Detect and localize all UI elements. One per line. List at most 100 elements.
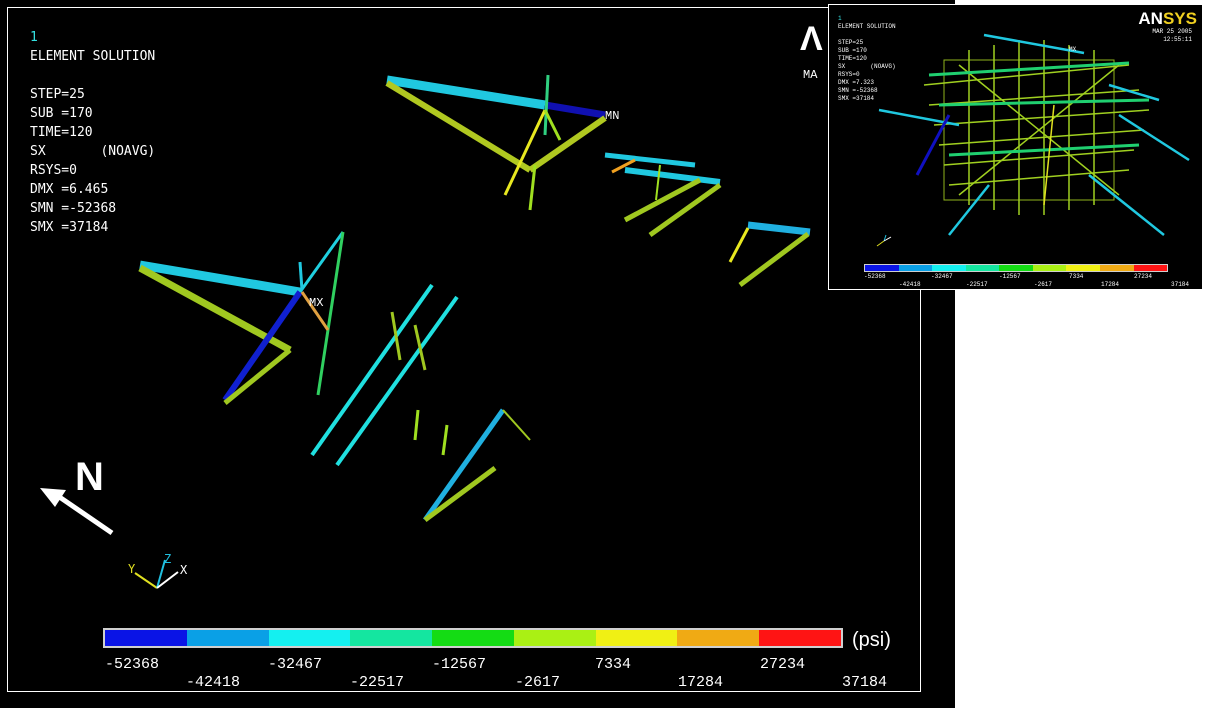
member xyxy=(222,290,303,402)
legend-tick: -12567 xyxy=(432,656,487,673)
inset-legend-tick: 27234 xyxy=(1134,273,1153,280)
triad-x: X xyxy=(180,563,188,577)
triad-z: Z xyxy=(164,552,172,566)
inset-legend-tick: -52368 xyxy=(864,273,886,280)
triad-y: Y xyxy=(128,562,136,576)
member xyxy=(390,311,402,361)
member xyxy=(385,80,532,173)
inset-step: STEP=25 xyxy=(838,39,864,46)
member xyxy=(728,227,750,263)
member xyxy=(413,409,420,441)
sub-value: SUB =170 xyxy=(30,106,93,121)
member xyxy=(335,295,459,467)
member xyxy=(298,261,304,291)
north-label: N xyxy=(75,455,104,499)
member xyxy=(422,408,506,522)
max-marker: MX xyxy=(309,296,324,310)
inset-date: MAR 25 2005 xyxy=(1152,28,1192,35)
inset-sx: SX (NOAVG) xyxy=(838,63,896,70)
member xyxy=(611,158,636,174)
member xyxy=(528,164,537,211)
member xyxy=(543,109,562,141)
inset-legend-tick: -42418 xyxy=(899,281,921,288)
inset-max-marker: MX xyxy=(1069,46,1077,53)
sx-label: SX (NOAVG) xyxy=(30,144,156,159)
main-plot-frame xyxy=(7,7,921,692)
main-graphics-viewport[interactable]: 1 ELEMENT SOLUTION STEP=25 SUB =170 TIME… xyxy=(0,0,955,708)
legend-band xyxy=(677,630,760,646)
north-arrow xyxy=(56,493,114,536)
member xyxy=(544,101,606,119)
contour-legend-bar xyxy=(103,628,843,648)
legend-band xyxy=(595,630,678,646)
legend-band xyxy=(105,630,187,646)
member xyxy=(139,260,301,297)
inset-legend-tick: 17284 xyxy=(1101,281,1120,288)
member xyxy=(503,109,547,196)
smx-value: SMX =37184 xyxy=(30,220,109,235)
legend-band xyxy=(513,630,596,646)
result-title: ELEMENT SOLUTION xyxy=(30,49,156,64)
member xyxy=(528,115,607,173)
legend-tick: -52368 xyxy=(105,656,160,673)
inset-legend-tick: 7334 xyxy=(1069,273,1084,280)
inset-legend-tick: -32467 xyxy=(931,273,953,280)
member xyxy=(223,348,292,405)
legend-band xyxy=(759,630,842,646)
member xyxy=(298,231,345,293)
inset-info-block: 1 ELEMENT SOLUTION STEP=25 SUB =170 TIME… xyxy=(838,15,896,103)
inset-legend-tick: 37184 xyxy=(1171,281,1190,288)
member xyxy=(386,75,546,110)
inset-smx: SMX =37184 xyxy=(838,95,875,102)
legend-tick: 27234 xyxy=(760,656,806,673)
member xyxy=(623,177,702,223)
legend-band xyxy=(432,630,514,646)
unit-label: (psi) xyxy=(852,629,891,651)
legend-band xyxy=(268,630,351,646)
inset-smn: SMN =-52368 xyxy=(838,87,878,94)
member xyxy=(316,231,345,396)
legend-tick: 17284 xyxy=(678,674,724,691)
member xyxy=(502,409,531,441)
member xyxy=(423,465,497,523)
inset-overview-viewport[interactable]: 1 ELEMENT SOLUTION STEP=25 SUB =170 TIME… xyxy=(828,4,1203,290)
member xyxy=(648,182,722,238)
inset-dmx: DMX =7.323 xyxy=(838,79,875,86)
north-arrow-head xyxy=(40,488,66,507)
date-clipped: MA xyxy=(803,68,818,82)
inset-time: TIME=120 xyxy=(838,55,867,62)
inset-window-number: 1 xyxy=(838,15,842,22)
member xyxy=(747,221,811,236)
member xyxy=(604,152,696,168)
inset-title: ELEMENT SOLUTION xyxy=(838,23,896,30)
legend-tick: -2617 xyxy=(515,674,561,691)
member xyxy=(413,324,427,371)
result-info-block: 1 ELEMENT SOLUTION STEP=25 SUB =170 TIME… xyxy=(30,28,155,237)
member xyxy=(738,232,810,287)
inset-legend-tick: -2617 xyxy=(1034,281,1053,288)
legend-tick: 37184 xyxy=(842,674,888,691)
inset-structure-plot xyxy=(876,33,1190,247)
member xyxy=(655,164,661,201)
ansys-logo: ANSYS xyxy=(1138,9,1197,28)
smn-value: SMN =-52368 xyxy=(30,201,117,216)
rsys-value: RSYS=0 xyxy=(30,163,77,178)
legend-tick: -22517 xyxy=(350,674,405,691)
member xyxy=(543,74,550,136)
member xyxy=(138,264,292,354)
time-value: TIME=120 xyxy=(30,125,93,140)
member xyxy=(300,291,330,331)
inset-legend-bar xyxy=(864,264,1168,272)
member xyxy=(624,167,721,185)
inset-sub: SUB =170 xyxy=(838,47,867,54)
dmx-value: DMX =6.465 xyxy=(30,182,109,197)
inset-rsys: RSYS=0 xyxy=(838,71,860,78)
ansys-logo-clipped: Λ xyxy=(800,20,823,58)
legend-band xyxy=(350,630,433,646)
member xyxy=(310,283,434,457)
legend-tick: -32467 xyxy=(268,656,323,673)
inset-legend-tick: -22517 xyxy=(966,281,988,288)
inset-legend-tick: -12567 xyxy=(999,273,1021,280)
step-value: STEP=25 xyxy=(30,87,85,102)
